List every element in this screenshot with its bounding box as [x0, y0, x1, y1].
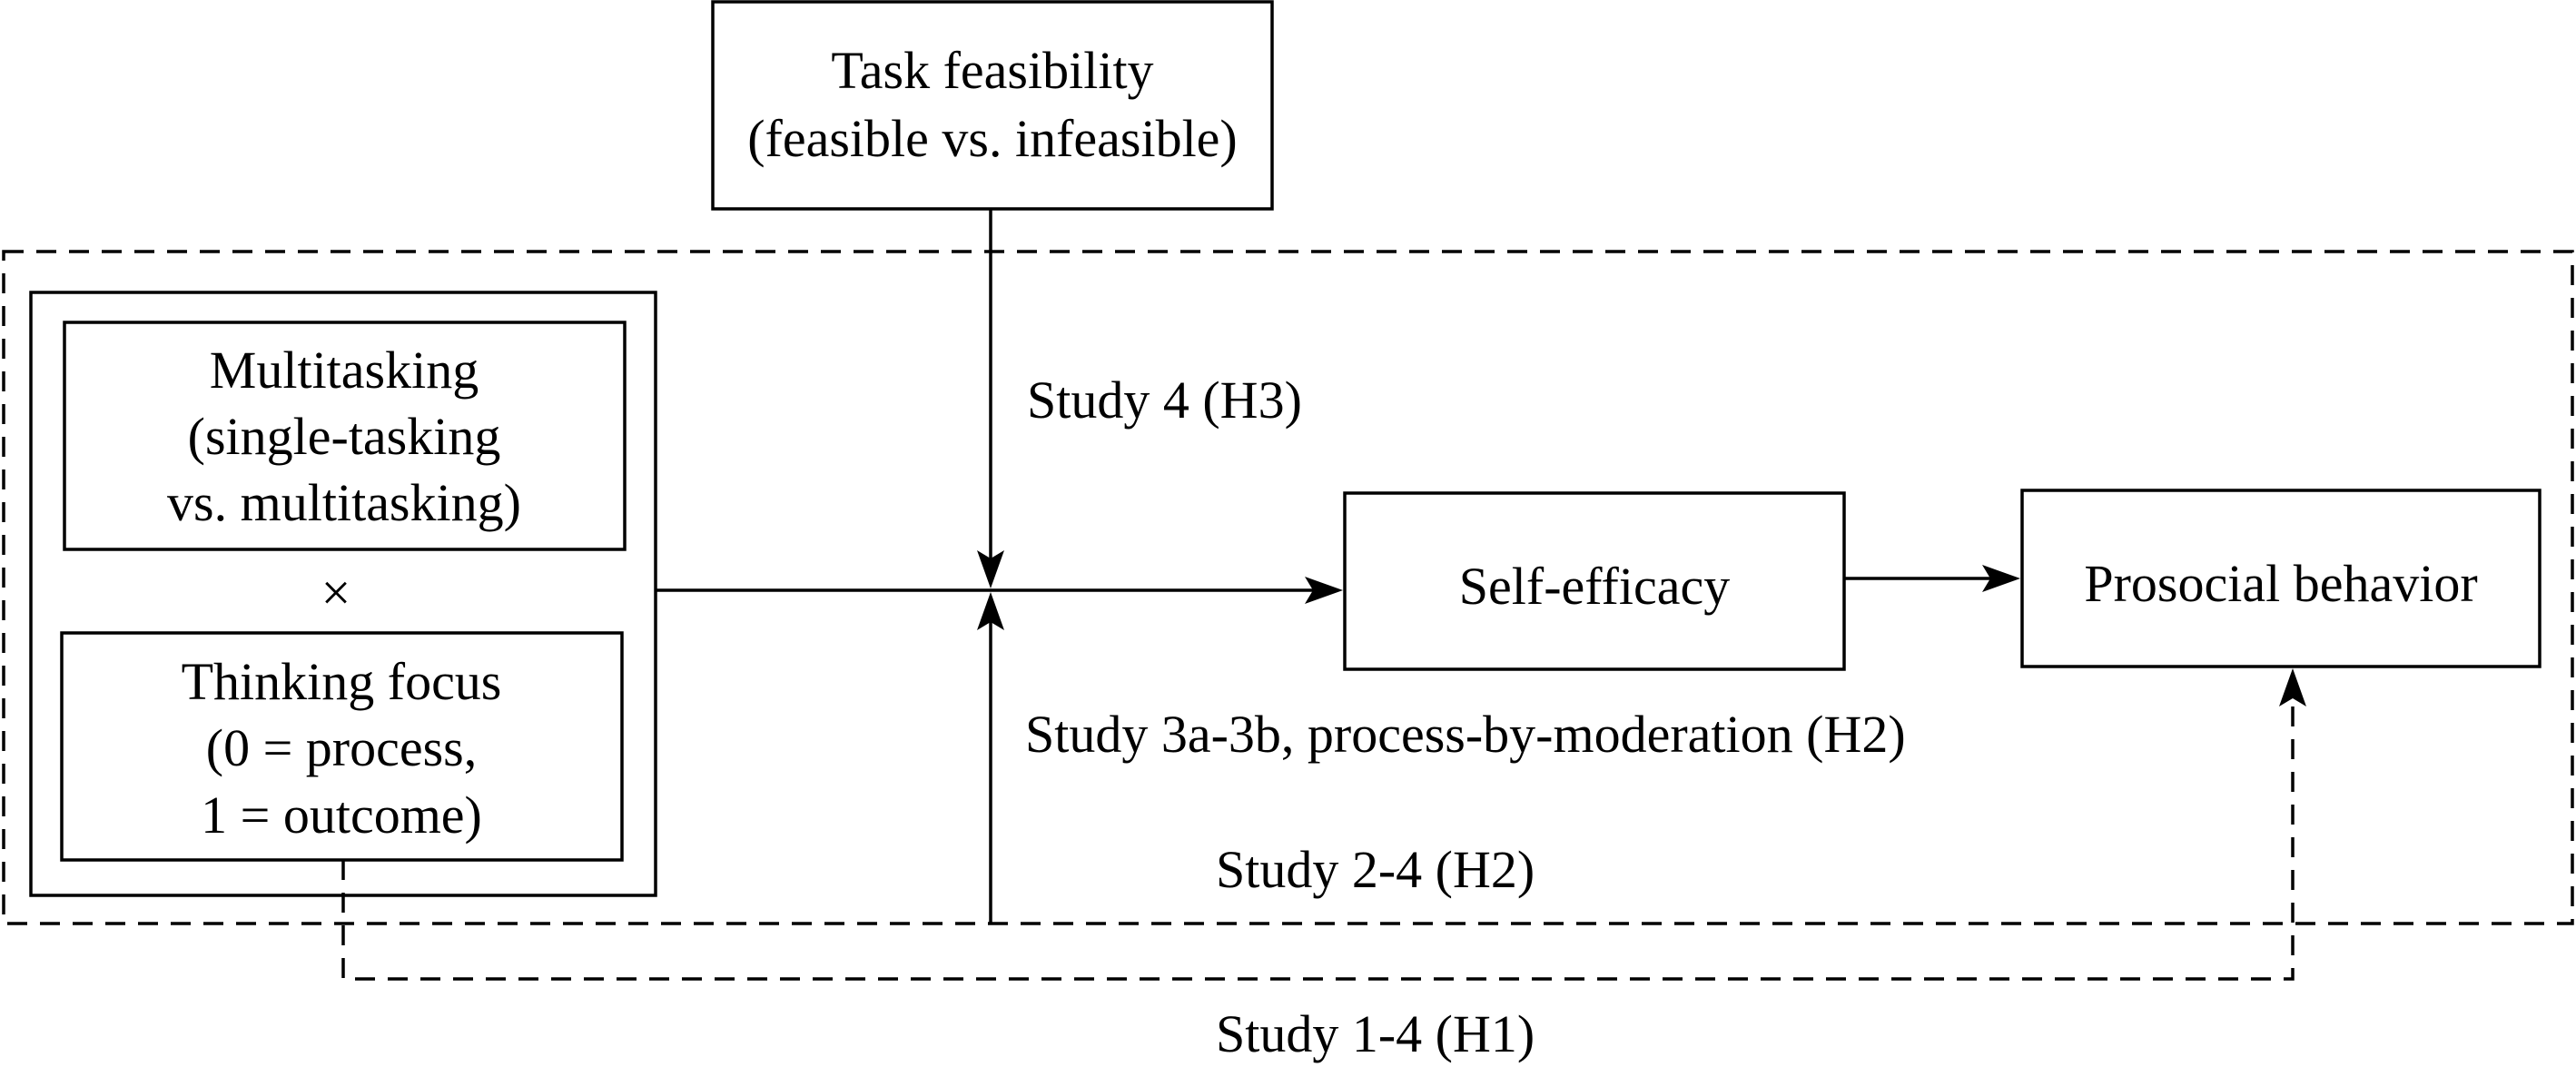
- task-feasibility-subtitle: (feasible vs. infeasible): [747, 109, 1238, 168]
- arrow-to-self-efficacy: [1305, 577, 1343, 604]
- thinking-focus-title: Thinking focus: [182, 652, 502, 711]
- self-efficacy-label: Self-efficacy: [1459, 557, 1730, 616]
- self-efficacy-box: [1343, 491, 1846, 671]
- arrow-up-process: [977, 592, 1004, 630]
- task-feasibility-box: [711, 0, 1274, 211]
- multitasking-title: Multitasking: [210, 341, 479, 400]
- direct-effect-dashed-path: [341, 695, 2295, 981]
- dashed-frame: [2, 250, 2574, 925]
- prosocial-behavior-label: Prosocial behavior: [2084, 554, 2477, 613]
- multitasking-line3: vs. multitasking): [167, 473, 521, 532]
- times-symbol: ×: [321, 563, 351, 622]
- task-feasibility-title: Task feasibility: [831, 41, 1153, 100]
- prosocial-behavior-box: [2020, 489, 2541, 668]
- arrow-down-moderation: [977, 550, 1004, 588]
- thinking-focus-line3: 1 = outcome): [201, 785, 482, 845]
- arrow-to-prosocial-behavior: [1982, 565, 2020, 592]
- study1-label: Study 1-4 (H1): [1216, 1004, 1535, 1063]
- multitasking-box: [63, 321, 627, 551]
- arrow-up-direct-effect: [2279, 668, 2306, 706]
- study4-label: Study 4 (H3): [1027, 370, 1302, 430]
- multitasking-line2: (single-tasking: [188, 407, 501, 466]
- thinking-focus-line2: (0 = process,: [206, 718, 477, 777]
- study3-label: Study 3a-3b, process-by-moderation (H2): [1025, 705, 1906, 764]
- study2-label: Study 2-4 (H2): [1216, 840, 1535, 899]
